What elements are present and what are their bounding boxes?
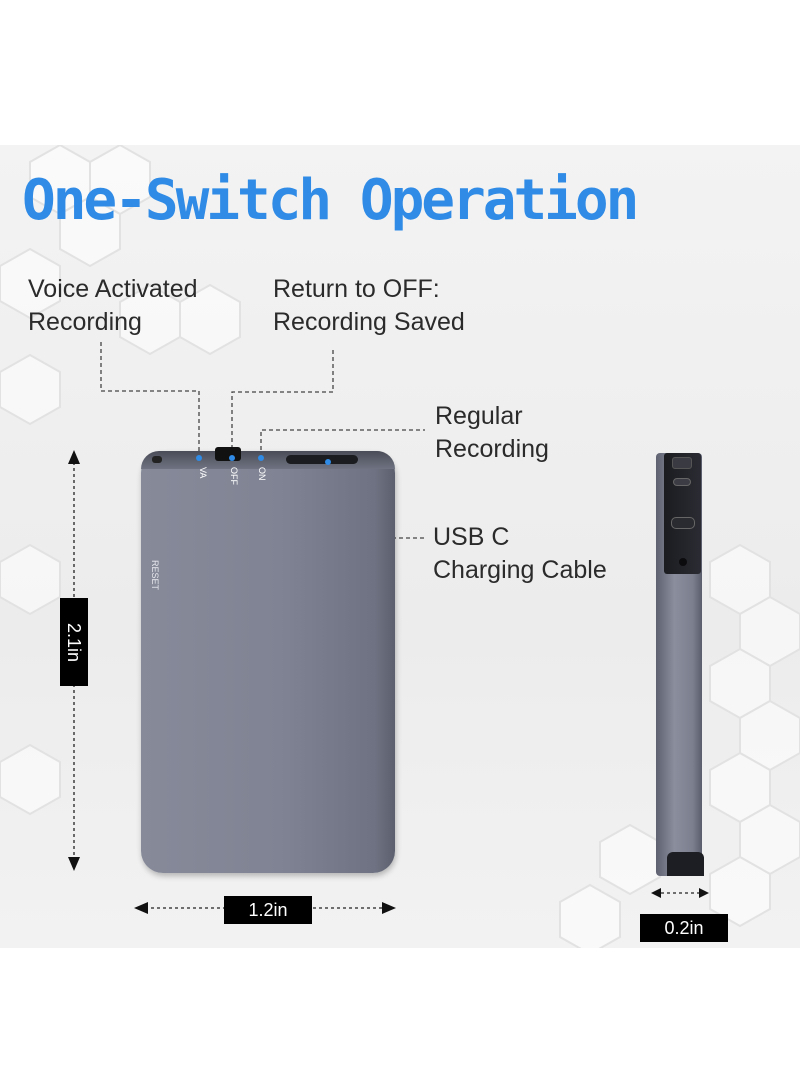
height-dimension-text: 2.1in (64, 622, 85, 662)
switch-label-off: OFF (229, 467, 239, 485)
on-indicator-dot (258, 455, 264, 461)
page-title: One-Switch Operation (22, 168, 639, 233)
side-switch-knob (672, 457, 692, 469)
mic-hole (152, 456, 162, 463)
recorder-front-view (141, 451, 395, 873)
width-dimension-badge: 1.2in (224, 896, 312, 924)
voice-activated-label-line2: Recording (28, 308, 142, 336)
side-bottom-port (667, 852, 704, 876)
side-port-middle (671, 517, 695, 529)
side-switch-panel (664, 453, 701, 574)
side-mic-hole (679, 558, 687, 566)
usb-c-port (286, 455, 358, 464)
switch-label-va: VA (198, 467, 208, 479)
usb-c-label-line1: USB C (433, 523, 510, 551)
hexagon-pattern (0, 145, 800, 948)
depth-dimension-badge: 0.2in (640, 914, 728, 942)
return-off-label-line2: Recording Saved (273, 308, 465, 336)
height-dimension-badge: 2.1in (60, 598, 88, 686)
va-indicator-dot (196, 455, 202, 461)
switch-label-on: ON (257, 467, 267, 481)
regular-recording-label-line1: Regular (435, 402, 523, 430)
regular-recording-label-line2: Recording (435, 435, 549, 463)
reset-label: RESET (150, 560, 160, 591)
usb-indicator-dot (325, 459, 331, 465)
mode-switch[interactable] (215, 447, 241, 461)
voice-activated-label-line1: Voice Activated (28, 275, 198, 303)
return-off-label-line1: Return to OFF: (273, 275, 440, 303)
side-port-top (673, 478, 691, 486)
usb-c-label-line2: Charging Cable (433, 556, 607, 584)
off-indicator-dot (229, 455, 235, 461)
